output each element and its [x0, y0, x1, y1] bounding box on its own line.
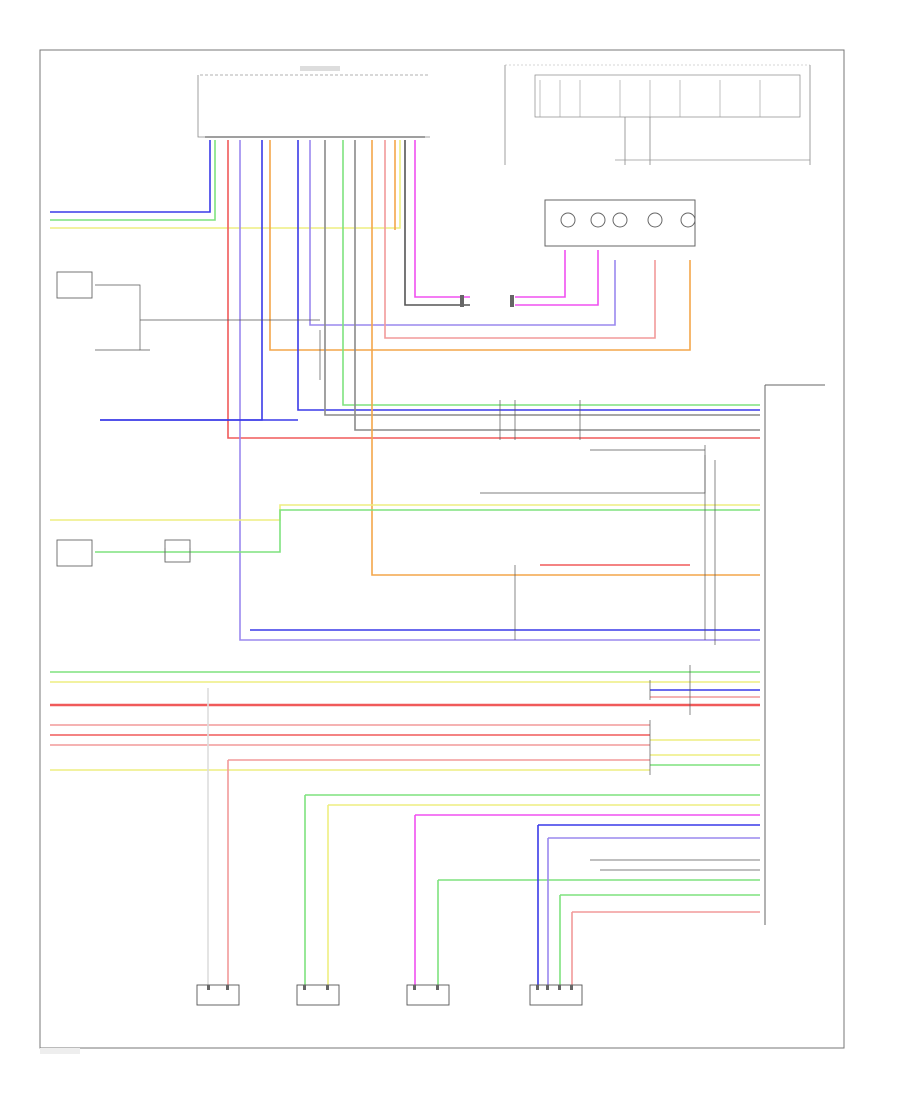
connector-pins	[207, 295, 573, 990]
top-right-module	[504, 64, 811, 165]
right-connector	[764, 384, 825, 925]
connector-block	[544, 199, 696, 247]
left-components	[56, 271, 191, 567]
top-connector	[197, 66, 430, 138]
wires	[50, 140, 760, 985]
speakers	[196, 984, 583, 1006]
footer-tag	[40, 1048, 80, 1054]
detail-lines	[95, 284, 760, 871]
diagram-frame	[39, 49, 845, 1049]
